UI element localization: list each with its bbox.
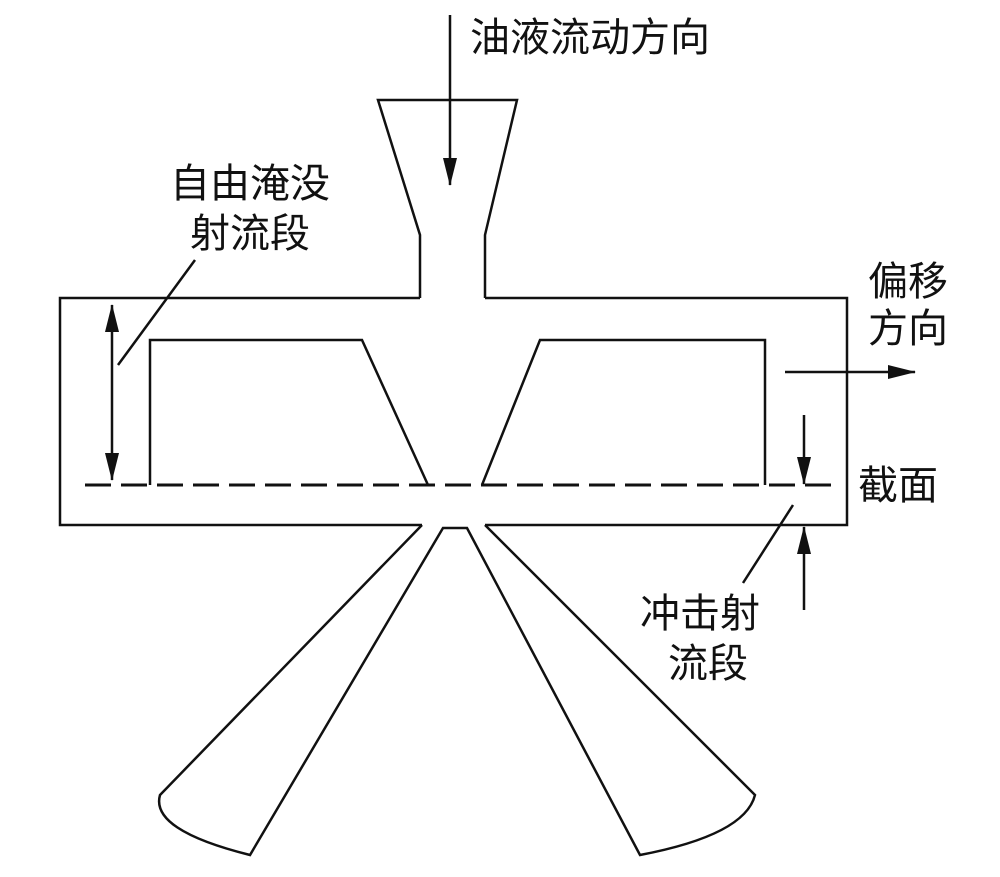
flow-direction-label: 油液流动方向 bbox=[470, 15, 710, 61]
outer-housing bbox=[58, 296, 849, 527]
impact-leader bbox=[741, 504, 795, 584]
free-jet-label-line1: 自由淹没 bbox=[170, 161, 330, 207]
receiver-right-block bbox=[480, 338, 767, 486]
free-jet-label-line2: 射流段 bbox=[190, 211, 310, 257]
free-jet-leader bbox=[116, 259, 197, 366]
left-jet bbox=[157, 524, 757, 857]
section-label: 截面 bbox=[858, 463, 938, 509]
impact-jet-label-line2: 流段 bbox=[668, 641, 748, 687]
offset-direction-label-line2: 方向 bbox=[868, 306, 948, 352]
funnel-inlet bbox=[376, 98, 519, 298]
impact-jet-label-line1: 冲击射 bbox=[640, 591, 760, 637]
receiver-left-block bbox=[148, 338, 430, 486]
offset-direction-label-line1: 偏移 bbox=[868, 259, 948, 305]
